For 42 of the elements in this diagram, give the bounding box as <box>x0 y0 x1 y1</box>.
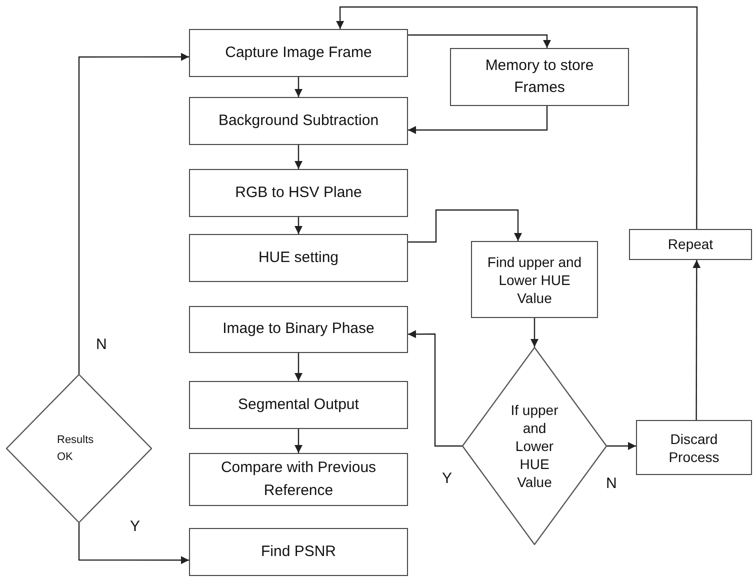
arrow <box>408 330 462 447</box>
process-box <box>629 229 752 260</box>
process-box <box>189 306 408 353</box>
box-label: Image to Binary Phase <box>222 319 376 340</box>
arrow <box>294 217 302 234</box>
box-label: HUE setting <box>257 248 340 268</box>
box-label: Background Subtraction <box>217 110 380 131</box>
process-box <box>450 48 629 106</box>
process-box <box>189 97 408 145</box>
box-label: Segmental Output <box>237 394 360 415</box>
arrow <box>408 209 522 243</box>
process-box <box>189 528 408 576</box>
arrow <box>294 145 302 169</box>
arrow <box>530 318 538 347</box>
arrow <box>607 442 636 450</box>
arrow <box>408 34 551 48</box>
arrow <box>294 353 302 381</box>
box-label: Memory to store Frames <box>484 56 595 98</box>
box-label: Find PSNR <box>260 542 338 562</box>
process-box <box>189 234 408 282</box>
arrow <box>692 260 701 420</box>
decision-label: If upper and Lower HUE Value <box>510 401 560 491</box>
box-label: RGB to HSV Plane <box>234 182 363 203</box>
arrow <box>408 106 548 134</box>
box-label: Find upper and Lower HUE Value <box>486 252 583 306</box>
process-box <box>189 29 408 77</box>
process-box <box>189 169 408 217</box>
arrow <box>78 52 189 374</box>
decision-diamond <box>462 347 607 545</box>
process-box <box>471 241 598 318</box>
box-label: Repeat <box>666 235 714 254</box>
arrow <box>294 77 302 97</box>
process-box <box>636 420 752 475</box>
box-label: Compare with Previous Reference <box>220 458 378 500</box>
box-label: Capture Image Frame <box>224 42 373 63</box>
arrow <box>336 6 698 229</box>
box-label: Discard Process <box>668 430 720 466</box>
arrow <box>294 429 302 453</box>
process-box <box>189 381 408 429</box>
arrow <box>78 523 189 564</box>
process-box <box>189 453 408 506</box>
decision-label: Results OK <box>57 433 95 464</box>
